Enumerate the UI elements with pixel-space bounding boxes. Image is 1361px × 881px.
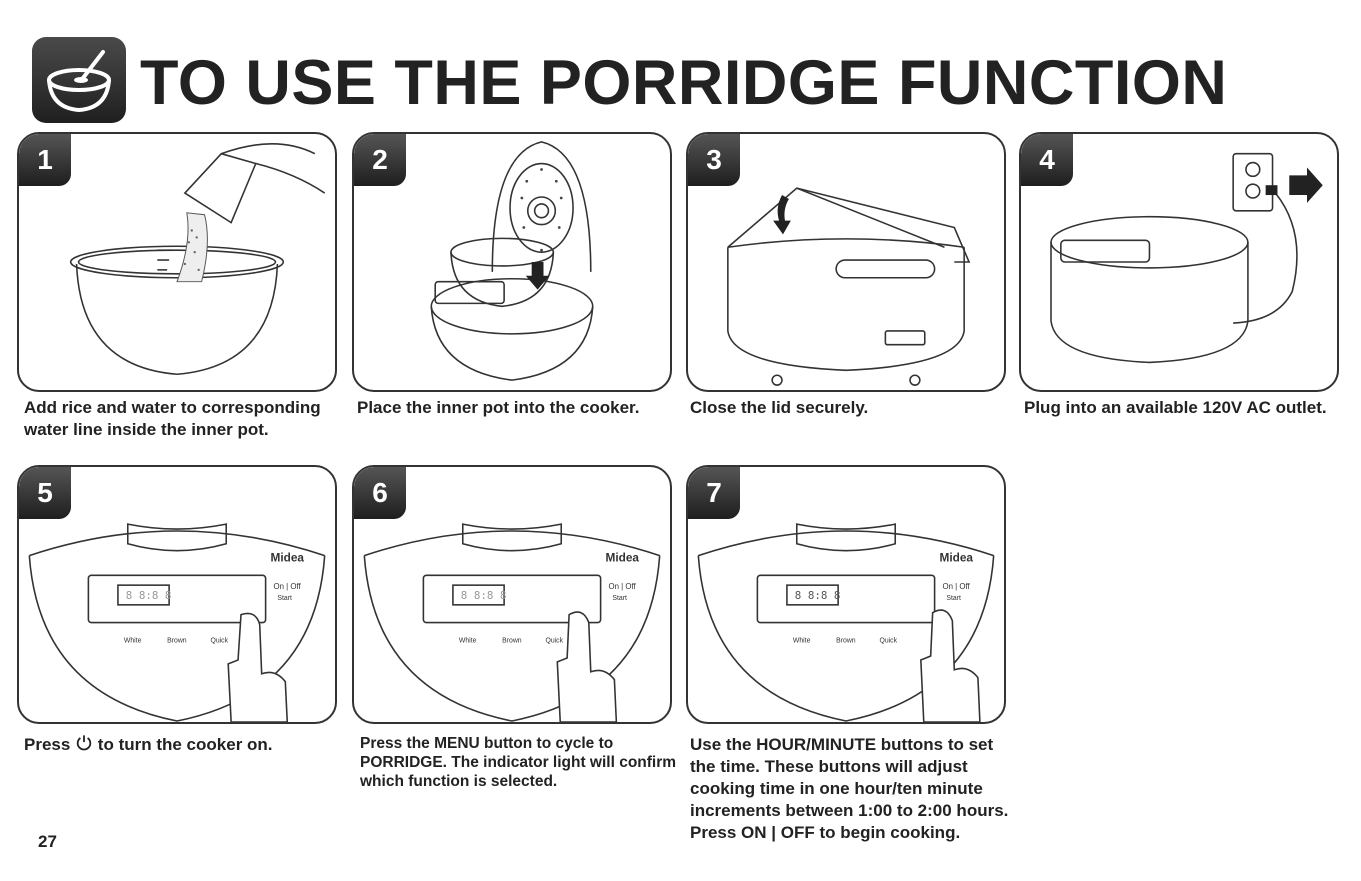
step-1-badge: 1 [19, 134, 71, 186]
svg-text:On | Off: On | Off [942, 582, 970, 591]
step-4-panel: 4 [1019, 132, 1339, 392]
svg-text:Brown: Brown [502, 637, 522, 644]
svg-text:Brown: Brown [836, 637, 856, 644]
svg-text:Brown: Brown [167, 637, 187, 644]
step-6-caption: Press the MENU button to cycle to PORRID… [360, 735, 677, 790]
svg-text:8 8:8 8: 8 8:8 8 [461, 589, 507, 602]
svg-text:Start: Start [612, 595, 627, 602]
svg-text:Quick: Quick [879, 637, 897, 644]
svg-text:White: White [793, 637, 811, 644]
svg-text:On | Off: On | Off [273, 582, 301, 591]
step-2-badge: 2 [354, 134, 406, 186]
plug-in-illustration [1050, 152, 1323, 364]
step-6-badge: 6 [354, 467, 406, 519]
svg-text:White: White [124, 637, 142, 644]
inner-pot-pouring-illustration [69, 143, 326, 376]
step-2-caption: Place the inner pot into the cooker. [357, 398, 640, 417]
page-title: TO USE THE PORRIDGE FUNCTION [140, 48, 1228, 118]
svg-text:Start: Start [946, 595, 961, 602]
step-5-panel: 5 8 8:8 8 Midea On | Off Start White Bro… [17, 465, 337, 724]
porridge-bowl-icon [32, 37, 126, 123]
page-number: 27 [38, 832, 57, 851]
step-6-panel: 6 8 8:8 8 Midea On | Off Start White Bro… [352, 465, 672, 724]
control-panel-power-illustration: 8 8:8 8 Midea On | Off Start White Brown… [28, 523, 326, 722]
step-4-badge: 4 [1021, 134, 1073, 186]
control-panel-timer-illustration: 8 8:8 8 Midea On | Off Start White Brown… [697, 523, 995, 722]
control-panel-menu-illustration: 8 8:8 8 Midea On | Off Start White Brown… [363, 523, 661, 722]
step-3-panel: 3 [686, 132, 1006, 392]
svg-text:Midea: Midea [940, 551, 974, 565]
step-1-panel: 1 [17, 132, 337, 392]
close-lid-illustration [727, 187, 971, 386]
place-pot-illustration [430, 141, 594, 381]
step-5-caption: Press to turn the cooker on. [24, 734, 344, 756]
step-4-caption: Plug into an available 120V AC outlet. [1024, 398, 1327, 417]
power-icon [76, 735, 92, 751]
step-7-panel: 7 8 8:8 8 Midea On | Off Start White Bro… [686, 465, 1006, 724]
step-3-caption: Close the lid securely. [690, 398, 869, 417]
svg-text:Midea: Midea [271, 551, 305, 565]
step-2-panel: 2 [352, 132, 672, 392]
svg-text:8 8:8 8: 8 8:8 8 [126, 589, 172, 602]
svg-text:Start: Start [277, 595, 292, 602]
svg-text:On | Off: On | Off [608, 582, 636, 591]
step-1-caption: Add rice and water to corresponding wate… [24, 398, 321, 439]
step-5-caption-after: to turn the cooker on. [97, 735, 273, 754]
svg-text:Midea: Midea [606, 551, 640, 565]
svg-text:Quick: Quick [545, 637, 563, 644]
svg-text:White: White [459, 637, 477, 644]
svg-text:8 8:8 8: 8 8:8 8 [795, 589, 841, 602]
svg-text:Quick: Quick [210, 637, 228, 644]
step-3-badge: 3 [688, 134, 740, 186]
step-7-caption: Use the HOUR/MINUTE buttons to set the t… [690, 735, 1009, 842]
step-5-badge: 5 [19, 467, 71, 519]
step-7-badge: 7 [688, 467, 740, 519]
step-5-caption-before: Press [24, 735, 71, 754]
